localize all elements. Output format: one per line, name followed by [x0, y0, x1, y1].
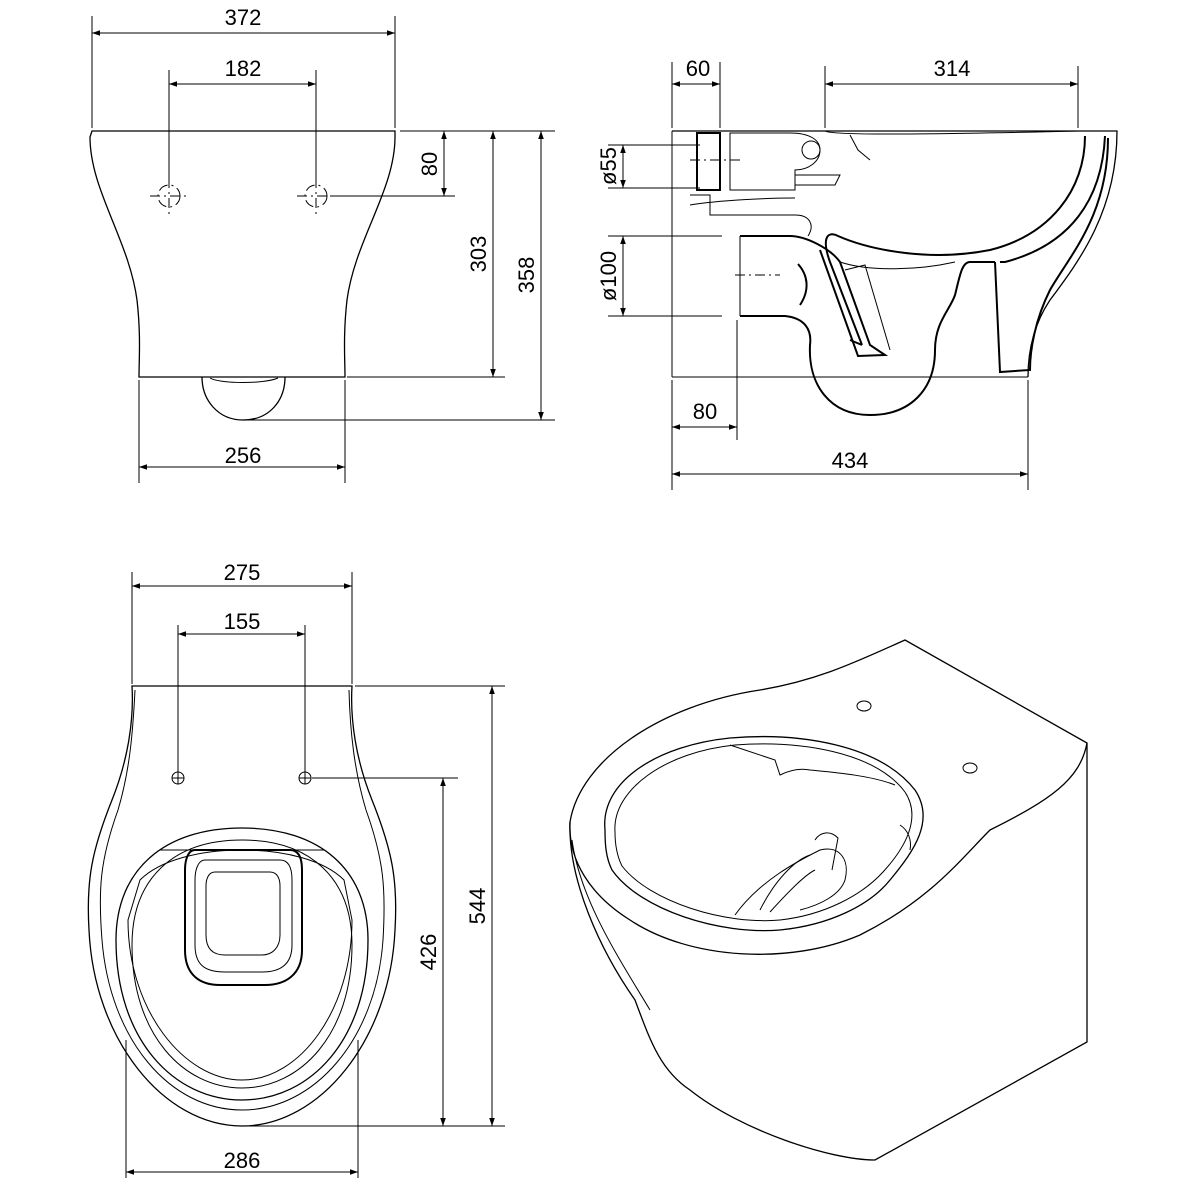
fixing-hole-left-icon — [150, 178, 188, 215]
iso-bowl-rim — [604, 735, 924, 932]
fixing-hole-right-icon — [297, 178, 335, 215]
top-fixing-hole-right-icon — [298, 771, 312, 785]
front-view-outlet — [201, 376, 286, 421]
dim-side-bowl-length: 314 — [934, 56, 971, 81]
dim-side-inlet-diameter: ø55 — [596, 147, 621, 185]
front-view: 372 182 80 303 358 256 — [89, 5, 555, 483]
side-view-outline — [672, 130, 1118, 378]
dim-top-overall-width: 275 — [224, 560, 261, 585]
iso-body-outline — [569, 743, 1088, 1161]
dim-top-base-width: 286 — [224, 1148, 261, 1173]
dim-front-total-height: 358 — [514, 257, 539, 294]
dim-side-outlet-diameter: ø100 — [596, 251, 621, 301]
dim-front-wall-height: 303 — [466, 236, 491, 273]
dim-side-overall-length: 434 — [832, 448, 869, 473]
side-view-trap — [740, 235, 995, 417]
dim-front-overall-width: 372 — [225, 5, 262, 30]
dim-front-base-width: 256 — [225, 443, 262, 468]
top-view-bowl-rim — [115, 827, 369, 1101]
front-view-outline — [89, 130, 396, 378]
top-fixing-hole-left-icon — [171, 771, 185, 785]
iso-top-surface — [569, 639, 1088, 955]
top-view-flush-opening — [184, 849, 303, 986]
side-section-view: 60 314 ø55 ø100 80 434 — [596, 56, 1118, 490]
iso-fixing-hole-2-icon — [962, 762, 978, 774]
top-view: 275 155 426 544 286 — [87, 560, 505, 1178]
dim-top-overall-depth: 544 — [465, 888, 490, 925]
dim-side-outlet-offset: 80 — [693, 399, 717, 424]
dim-top-hole-to-front: 426 — [416, 934, 441, 971]
dim-front-hole-spacing: 182 — [225, 56, 262, 81]
isometric-view — [569, 639, 1088, 1161]
dim-side-inlet-offset: 60 — [686, 56, 710, 81]
iso-fixing-hole-1-icon — [856, 700, 872, 712]
dim-top-hole-spacing: 155 — [224, 609, 261, 634]
dim-front-hole-height: 80 — [417, 152, 442, 176]
side-view-bowl-wall — [824, 135, 1086, 346]
